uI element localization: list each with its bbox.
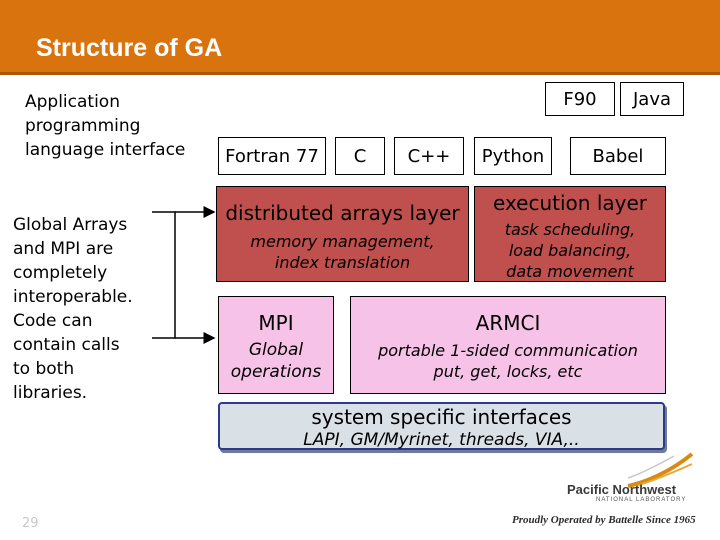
armci-title: ARMCI [475, 311, 541, 335]
desc-line: data movement [506, 262, 634, 281]
note-line: completely [13, 263, 108, 283]
interop-note: Global Arrays and MPI are completely int… [13, 213, 133, 405]
note-line: libraries. [13, 383, 88, 403]
python-box: Python [474, 137, 552, 175]
api-label-line: Application [25, 92, 120, 112]
api-label: Application programming language interfa… [25, 90, 185, 162]
java-label: Java [632, 88, 672, 110]
note-line: and MPI are [13, 239, 114, 259]
title-bar [0, 0, 720, 72]
note-line: Code can [13, 311, 93, 331]
babel-label: Babel [592, 145, 644, 167]
system-interfaces-layer: system specific interfaces LAPI, GM/Myri… [218, 402, 665, 450]
note-line: contain calls [13, 335, 120, 355]
babel-box: Babel [570, 137, 666, 175]
distributed-layer-title: distributed arrays layer [225, 201, 460, 225]
note-line: to both [13, 359, 75, 379]
c-label: C [353, 145, 367, 167]
pnnl-logo-subtitle: NATIONAL LABORATORY [596, 497, 687, 503]
mpi-desc: Global operations [219, 339, 333, 383]
fortran-label: Fortran 77 [225, 145, 319, 167]
desc-line: load balancing, [508, 241, 632, 260]
armci-desc: portable 1-sided communication put, get,… [351, 340, 665, 382]
fortran-box: Fortran 77 [218, 137, 326, 175]
slide-title: Structure of GA [36, 34, 223, 62]
distributed-layer-desc: memory management, index translation [217, 231, 468, 273]
system-desc: LAPI, GM/Myrinet, threads, VIA,.. [303, 430, 580, 450]
execution-layer: execution layer task scheduling, load ba… [474, 186, 666, 282]
cpp-box: C++ [394, 137, 464, 175]
desc-line: task scheduling, [504, 220, 636, 239]
desc-line: operations [230, 362, 322, 382]
system-title: system specific interfaces [311, 405, 572, 429]
armci-layer: ARMCI portable 1-sided communication put… [350, 296, 666, 394]
mpi-layer: MPI Global operations [218, 296, 334, 394]
c-box: C [335, 137, 385, 175]
desc-line: memory management, [250, 232, 435, 251]
note-line: Global Arrays [13, 215, 128, 235]
desc-line: put, get, locks, etc [433, 362, 583, 381]
cpp-label: C++ [407, 145, 451, 167]
execution-layer-desc: task scheduling, load balancing, data mo… [475, 219, 665, 282]
title-underline [0, 72, 720, 75]
operated-by-text: Proudly Operated by Battelle Since 1965 [512, 514, 696, 526]
page-number: 29 [22, 516, 39, 531]
java-box: Java [620, 82, 684, 116]
distributed-arrays-layer: distributed arrays layer memory manageme… [216, 186, 469, 282]
api-label-line: programming [25, 116, 141, 136]
arrow-to-distributed-layer [152, 211, 176, 339]
pnnl-logo-name: Pacific Northwest [567, 482, 677, 497]
f90-box: F90 [545, 82, 615, 116]
desc-line: index translation [274, 253, 411, 272]
python-label: Python [481, 145, 545, 167]
pnnl-logo-mark-icon [627, 452, 694, 488]
note-line: interoperable. [13, 287, 133, 307]
execution-layer-title: execution layer [493, 191, 647, 215]
desc-line: Global [248, 340, 304, 360]
f90-label: F90 [563, 88, 597, 110]
mpi-title: MPI [258, 311, 294, 335]
api-label-line: language interface [25, 140, 186, 160]
desc-line: portable 1-sided communication [378, 341, 638, 360]
